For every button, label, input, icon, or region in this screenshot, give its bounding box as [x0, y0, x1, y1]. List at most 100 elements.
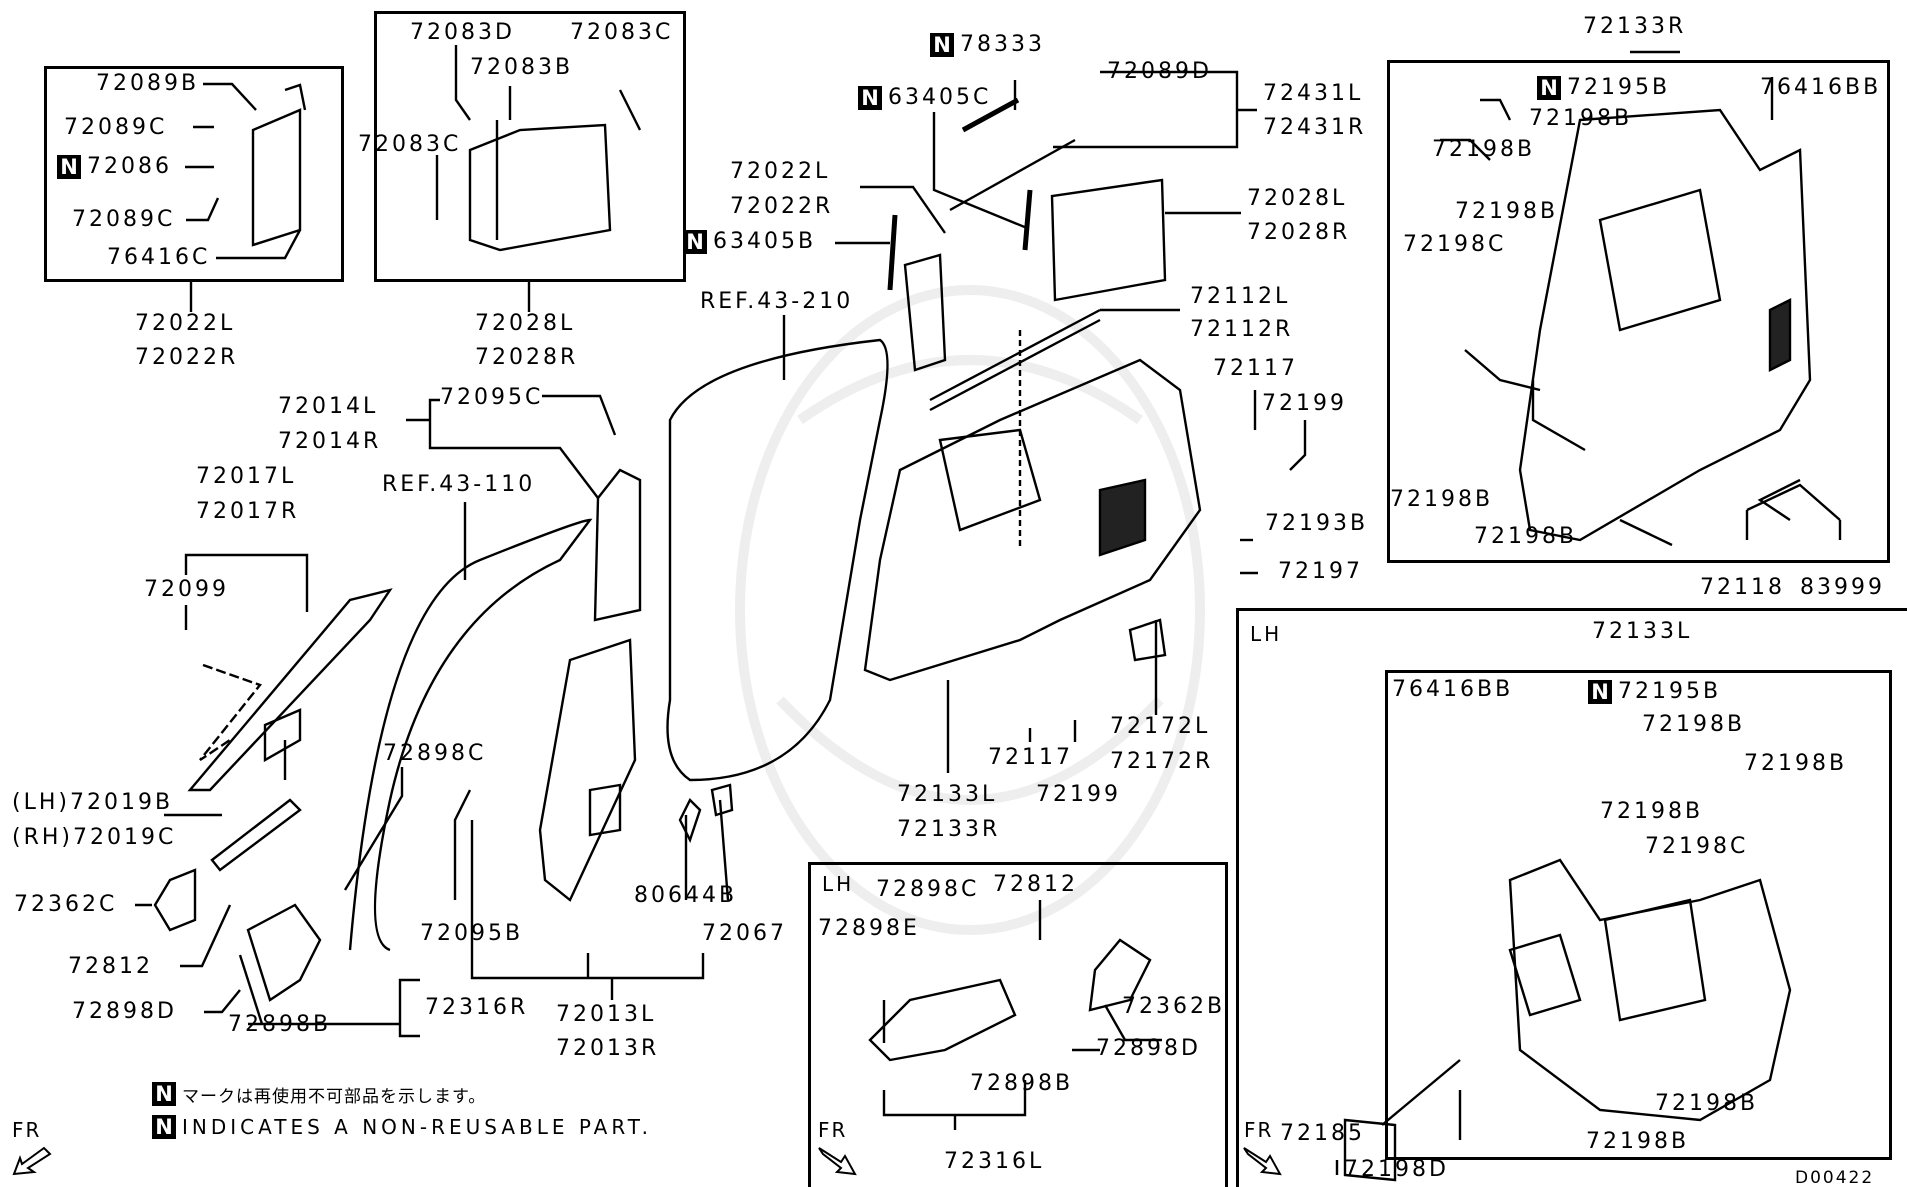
part-label-72198b[interactable]: 72198B	[1744, 751, 1848, 776]
part-label-72898b[interactable]: 72898B	[970, 1071, 1074, 1096]
part-label-72431r[interactable]: 72431R	[1263, 115, 1367, 140]
part-label-72193b[interactable]: 72193B	[1265, 511, 1369, 536]
part-label-80644b[interactable]: 80644B	[634, 883, 738, 908]
part-label-72014l[interactable]: 72014L	[278, 394, 379, 419]
non-reusable-badge: N	[1537, 76, 1561, 100]
part-label-72028l[interactable]: 72028L	[475, 311, 576, 336]
part-label-72022l[interactable]: 72022L	[135, 311, 236, 336]
part-label-72198b[interactable]: 72198B	[1600, 799, 1704, 824]
part-label-72089c[interactable]: 72089C	[72, 207, 176, 232]
box-72133r	[1387, 60, 1890, 563]
reference-43-110[interactable]: REF.43-110	[382, 472, 536, 497]
part-label-72362c[interactable]: 72362C	[14, 892, 118, 917]
part-label-72028l[interactable]: 72028L	[1247, 186, 1348, 211]
part-label-72118[interactable]: 72118	[1700, 575, 1785, 600]
part-label-72083c[interactable]: 72083C	[570, 20, 674, 45]
part-label-72898d[interactable]: 72898D	[72, 999, 177, 1024]
part-label-72898c[interactable]: 72898C	[876, 877, 980, 902]
part-label-72112r[interactable]: 72112R	[1190, 317, 1294, 342]
part-label-72898c[interactable]: 72898C	[383, 741, 487, 766]
part-label-72028r[interactable]: 72028R	[1247, 220, 1351, 245]
part-label-72133l[interactable]: 72133L	[1592, 619, 1693, 644]
part-label-72099[interactable]: 72099	[144, 577, 229, 602]
part-label-72198b[interactable]: 72198B	[1655, 1091, 1759, 1116]
part-label-72089d[interactable]: 72089D	[1107, 59, 1212, 84]
part-label-72898b[interactable]: 72898B	[228, 1012, 332, 1037]
part-label-72117[interactable]: 72117	[988, 745, 1073, 770]
part-label-72013r[interactable]: 72013R	[556, 1036, 660, 1061]
part-label-72019b-lh[interactable]: (LH)72019B	[12, 790, 174, 815]
part-label-72198b[interactable]: 72198B	[1529, 106, 1633, 131]
part-label-76416bb[interactable]: 76416BB	[1392, 677, 1514, 702]
part-label-72197[interactable]: 72197	[1278, 559, 1363, 584]
part-label-72019c-rh[interactable]: (RH)72019C	[12, 825, 177, 850]
part-label-72083d[interactable]: 72083D	[410, 20, 515, 45]
part-label-72095b[interactable]: 72095B	[420, 921, 524, 946]
part-label-72198d[interactable]: 72198D	[1344, 1157, 1449, 1182]
part-label-72089c[interactable]: 72089C	[64, 115, 168, 140]
part-label-72316l[interactable]: 72316L	[944, 1149, 1045, 1174]
part-label-72095c[interactable]: 72095C	[440, 385, 544, 410]
part-label-72199[interactable]: 72199	[1262, 391, 1347, 416]
part-label-72812[interactable]: 72812	[68, 954, 153, 979]
part-label-72898d[interactable]: 72898D	[1096, 1036, 1201, 1061]
side-label-lh: LH	[1250, 622, 1283, 646]
box-72028	[374, 11, 686, 282]
part-label-72022l[interactable]: 72022L	[730, 159, 831, 184]
drawing-code: D00422	[1795, 1168, 1875, 1187]
part-label-72199[interactable]: 72199	[1036, 782, 1121, 807]
part-label-72898e[interactable]: 72898E	[818, 916, 920, 941]
part-label-72198b[interactable]: 72198B	[1474, 524, 1578, 549]
part-label-72198b[interactable]: 72198B	[1586, 1129, 1690, 1154]
part-label-72198c[interactable]: 72198C	[1403, 232, 1507, 257]
part-label-72198c[interactable]: 72198C	[1645, 834, 1749, 859]
non-reusable-badge: N	[152, 1082, 176, 1106]
part-label-76416bb[interactable]: 76416BB	[1760, 75, 1882, 100]
part-label-72083c[interactable]: 72083C	[358, 132, 462, 157]
part-label-83999[interactable]: 83999	[1800, 575, 1885, 600]
part-label-72198b[interactable]: 72198B	[1390, 487, 1494, 512]
box-lh-72316l	[808, 862, 1228, 1187]
part-label-72198b[interactable]: 72198B	[1455, 199, 1559, 224]
bracket-shape	[251, 108, 302, 247]
part-label-72013l[interactable]: 72013L	[556, 1002, 657, 1027]
non-reusable-badge: N	[683, 230, 707, 254]
part-label-72133l[interactable]: 72133L	[897, 782, 998, 807]
part-label-72112l[interactable]: 72112L	[1190, 284, 1291, 309]
part-label-76416c[interactable]: 76416C	[107, 245, 211, 270]
non-reusable-badge: N	[57, 155, 81, 179]
part-label-72198b[interactable]: 72198B	[1642, 712, 1746, 737]
part-label-72022r[interactable]: 72022R	[730, 194, 834, 219]
reference-43-210[interactable]: REF.43-210	[700, 289, 854, 314]
part-label-72362b[interactable]: 72362B	[1122, 994, 1226, 1019]
part-label-72812[interactable]: 72812	[993, 872, 1078, 897]
part-label-72117[interactable]: 72117	[1213, 356, 1298, 381]
part-label-72133r[interactable]: 72133R	[897, 817, 1001, 842]
part-label-72017r[interactable]: 72017R	[196, 499, 300, 524]
part-label-72089b[interactable]: 72089B	[96, 71, 200, 96]
part-label-72014r[interactable]: 72014R	[278, 429, 382, 454]
part-label-72083b[interactable]: 72083B	[470, 55, 574, 80]
part-label-72316r[interactable]: 72316R	[425, 995, 529, 1020]
part-label-72067[interactable]: 72067	[702, 921, 787, 946]
part-label-72022r[interactable]: 72022R	[135, 345, 239, 370]
part-label-72172r[interactable]: 72172R	[1110, 749, 1214, 774]
part-label-72431l[interactable]: 72431L	[1263, 81, 1364, 106]
box-72133l-inner	[1385, 670, 1892, 1160]
part-label-72185[interactable]: 72185	[1280, 1121, 1365, 1146]
part-label-72172l[interactable]: 72172L	[1110, 714, 1211, 739]
part-label-72028r[interactable]: 72028R	[475, 345, 579, 370]
part-label-72198b[interactable]: 72198B	[1432, 137, 1536, 162]
part-label-72017l[interactable]: 72017L	[196, 464, 297, 489]
part-label-72133r[interactable]: 72133R	[1583, 14, 1687, 39]
